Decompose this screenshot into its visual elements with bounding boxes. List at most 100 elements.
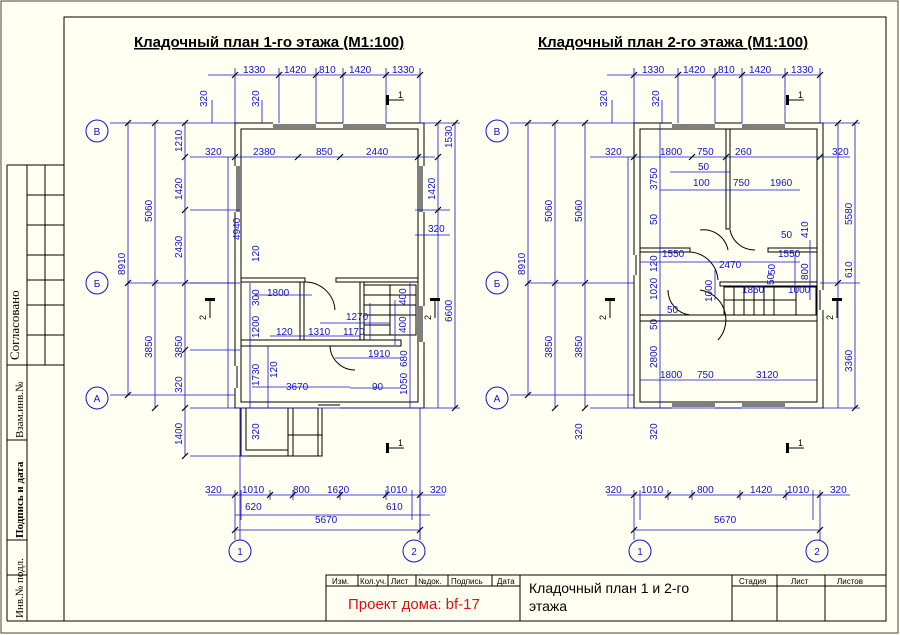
axis-label: А (94, 394, 101, 405)
section-label: 1 (398, 438, 403, 448)
sheet-title-line1: Кладочный план 1 и 2-го (529, 580, 689, 596)
dim: 3850 (544, 335, 555, 358)
dim: 1730 (251, 363, 262, 386)
axis-label: В (94, 127, 101, 138)
section-label: 1 (798, 90, 803, 100)
plan2-section-markers: 1 2 1 2 (598, 90, 842, 453)
dim: 400 (398, 316, 409, 333)
dim: 1200 (251, 315, 262, 338)
plan2-dim-ticks (524, 71, 859, 534)
col-header: Стадия (739, 577, 766, 586)
title-block-columns: Изм. Кол.уч. Лист №док. Подпись Дата Ста… (332, 577, 863, 586)
plan2-dimension-texts: 1330 1420 810 1420 1330 320 320 320 1800… (517, 65, 855, 526)
dim: 3670 (286, 382, 309, 393)
plan1-title: Кладочный план 1-го этажа (М1:100) (134, 34, 404, 51)
dim: 1850 (742, 285, 765, 296)
dim: 1330 (392, 65, 415, 76)
col-header: Лист (791, 577, 809, 586)
dim: 1330 (243, 65, 266, 76)
plan1-dimension-lines (110, 68, 460, 540)
dim: 3750 (649, 167, 660, 190)
inv-number-label: Инв.№ подл. (14, 558, 26, 618)
dim: 1550 (778, 249, 801, 260)
dim: 320 (605, 485, 622, 496)
dim: 120 (649, 255, 660, 272)
plan2-dimension-lines (510, 68, 860, 540)
section-label: 1 (398, 90, 403, 100)
dim: 1050 (399, 372, 410, 395)
dim: 5580 (844, 202, 855, 225)
dim: 850 (316, 147, 333, 158)
dim: 1270 (346, 312, 369, 323)
dim: 50 (667, 305, 679, 316)
dim: 3120 (756, 370, 779, 381)
plan1-dimension-texts: 1330 1420 810 1420 1330 320 320 320 2380… (117, 65, 455, 526)
dim: 800 (800, 263, 811, 280)
dim: 1800 (267, 288, 290, 299)
axis-label: Б (94, 279, 101, 290)
dim: 750 (697, 147, 714, 158)
dim: 810 (718, 65, 735, 76)
dim: 1330 (791, 65, 814, 76)
drawing-frame (63, 16, 887, 622)
dim: 1170 (343, 327, 365, 338)
axis-label: 2 (411, 547, 417, 558)
dim: 100 (693, 178, 710, 189)
dim: 400 (398, 288, 409, 305)
dim: 300 (251, 289, 262, 306)
dim: 1910 (368, 349, 391, 360)
dim: 3360 (844, 349, 855, 372)
dim: 50 (767, 263, 778, 275)
dim: 1550 (662, 249, 685, 260)
dim: 320 (205, 485, 222, 496)
section-label: 1 (798, 438, 803, 448)
dim: 1800 (660, 370, 683, 381)
dim: 1020 (649, 277, 660, 300)
dim: 320 (205, 147, 222, 158)
dim: 1420 (749, 65, 772, 76)
dim: 3850 (174, 335, 185, 358)
dim: 5060 (574, 199, 585, 222)
dim: 800 (293, 485, 310, 496)
dim: 1330 (642, 65, 665, 76)
dim: 620 (245, 502, 262, 513)
dim: 1420 (427, 177, 438, 200)
dim: 90 (372, 382, 384, 393)
dim: 50 (766, 273, 777, 285)
dim: 50 (698, 162, 710, 173)
dim: 1010 (641, 485, 664, 496)
section-label: 2 (825, 315, 835, 320)
dim: 1420 (750, 485, 773, 496)
dim: 2430 (174, 235, 185, 258)
dim: 1210 (174, 129, 185, 152)
dim: 320 (430, 485, 447, 496)
dim: 8910 (117, 252, 128, 275)
dim: 120 (276, 327, 293, 338)
title-block (325, 574, 887, 622)
side-stamp (6, 164, 64, 622)
plan1-dim-ticks (124, 71, 459, 534)
dim: 320 (651, 90, 662, 107)
dim: 3850 (144, 335, 155, 358)
dim: 320 (199, 90, 210, 107)
dim: 320 (832, 147, 849, 158)
dim: 1420 (174, 177, 185, 200)
dim: 2800 (649, 345, 660, 368)
dim: 320 (605, 147, 622, 158)
axis-bubbles (85, 119, 829, 563)
plan1-section-markers: 1 2 1 2 (198, 90, 440, 453)
dim: 5670 (714, 515, 737, 526)
dim: 5060 (144, 199, 155, 222)
dim: 750 (733, 178, 750, 189)
section-label: 2 (598, 315, 608, 320)
dim: 1420 (349, 65, 372, 76)
dim: 8910 (517, 252, 528, 275)
dim: 1620 (327, 485, 350, 496)
col-header: Изм. (332, 577, 349, 586)
dim: 680 (399, 350, 410, 367)
dim: 320 (251, 423, 262, 440)
col-header: Дата (497, 577, 515, 586)
axis-label: 1 (237, 547, 243, 558)
